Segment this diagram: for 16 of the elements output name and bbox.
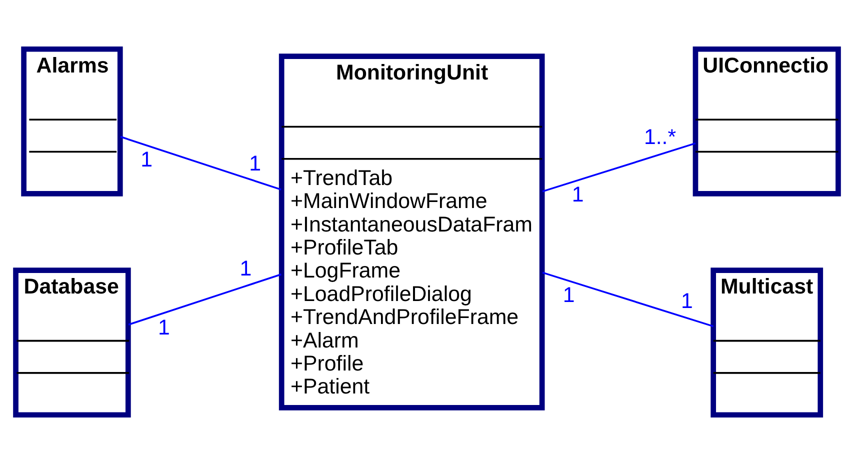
- node-box: Alarms: [21, 46, 123, 196]
- node-box: MonitoringUnit +TrendTab +MainWindowFrame +InstantaneousDataFram +ProfileTab +LogFrame +LoadProfileDialog +TrendAndProfileFrame +Alarm +Profile +Patient: [278, 53, 545, 410]
- connector: [128, 273, 282, 325]
- connector: [542, 271, 714, 327]
- label: 1: [572, 182, 584, 206]
- node-box: UIConnectio: [692, 46, 841, 196]
- label: 1..*: [644, 124, 676, 149]
- label: 1: [140, 147, 152, 172]
- connector: [120, 135, 282, 190]
- connector: [542, 142, 696, 192]
- label: 1: [249, 151, 262, 176]
- label: 1: [562, 282, 575, 307]
- node-box: Multicast: [710, 267, 824, 418]
- label: 1: [681, 288, 693, 312]
- label: 1: [158, 314, 170, 339]
- label: 1: [240, 256, 252, 280]
